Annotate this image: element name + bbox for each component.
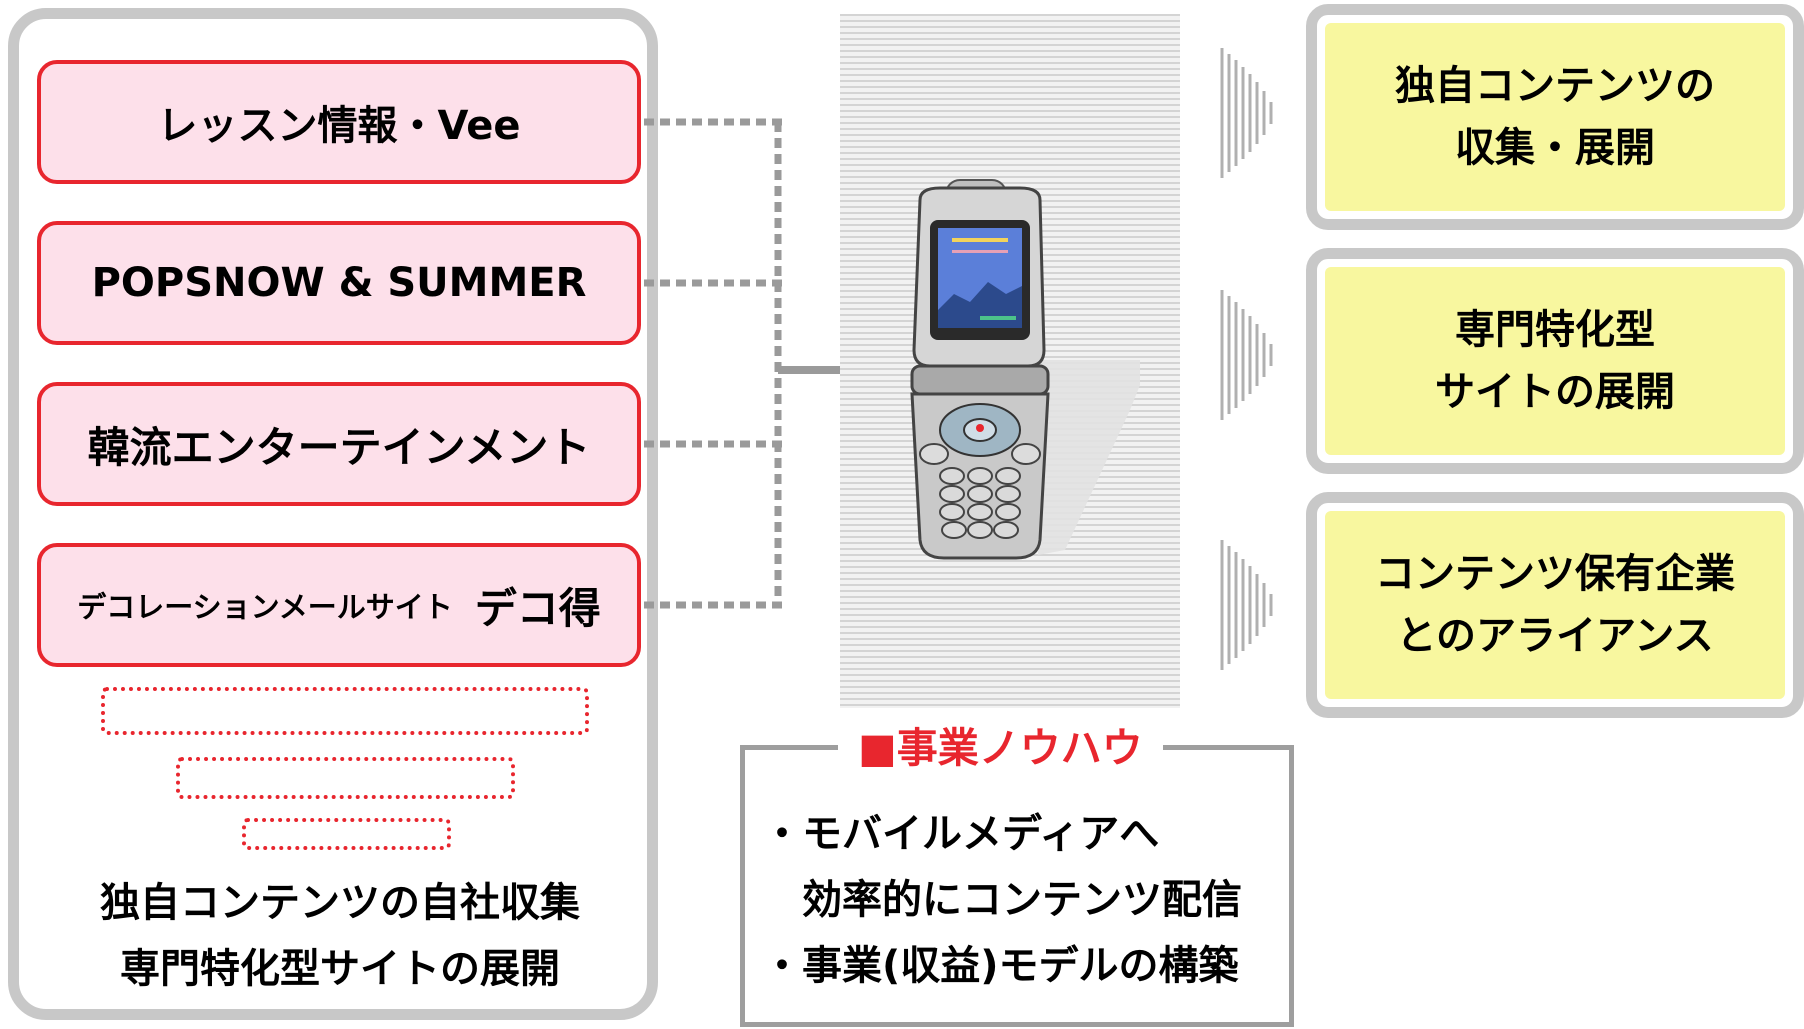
strategy-line: 独自コンテンツの — [1395, 63, 1715, 109]
content-item-label: デコ得 — [474, 583, 601, 633]
knowhow-box — [740, 745, 1294, 1027]
strategy-box-alliance: コンテンツ保有企業 とのアライアンス — [1306, 492, 1804, 718]
content-item-sublabel: デコレーションメールサイト — [77, 590, 453, 624]
content-item-decotoku: デコレーションメールサイト デコ得 — [37, 543, 641, 667]
left-panel-footer: 独自コンテンツの自社収集 専門特化型サイトの展開 — [20, 870, 660, 1002]
knowhow-line: ・モバイルメディアへ — [762, 811, 1160, 857]
chevron-right-arrow-icon — [1220, 290, 1273, 420]
chevron-right-arrow-icon — [1220, 540, 1273, 670]
strategy-line: 専門特化型 — [1455, 307, 1655, 353]
content-item-label: POPSNOW & SUMMER — [91, 260, 587, 306]
placeholder-item-3 — [242, 818, 451, 850]
strategy-box-original-content: 独自コンテンツの 収集・展開 — [1306, 4, 1804, 230]
placeholder-item-2 — [176, 757, 515, 799]
content-item-label: レッスン情報・Vee — [157, 103, 521, 149]
footer-line: 専門特化型サイトの展開 — [120, 946, 560, 992]
footer-line: 独自コンテンツの自社収集 — [100, 880, 580, 926]
chevron-right-arrow-icon — [1220, 48, 1273, 178]
knowhow-title: ■事業ノウハウ — [838, 722, 1163, 774]
strategy-line: とのアライアンス — [1396, 613, 1714, 659]
content-item-hanryu: 韓流エンターテインメント — [37, 382, 641, 506]
content-item-lesson-info: レッスン情報・Vee — [37, 60, 641, 184]
strategy-box-specialized-sites: 専門特化型 サイトの展開 — [1306, 248, 1804, 474]
placeholder-item-1 — [101, 687, 589, 735]
flip-phone-icon — [910, 179, 1140, 560]
strategy-line: コンテンツ保有企業 — [1375, 551, 1735, 597]
strategy-line: サイトの展開 — [1435, 369, 1675, 415]
knowhow-line: 効率的にコンテンツ配信 — [762, 877, 1242, 923]
knowhow-line: ・事業(収益)モデルの構築 — [762, 943, 1239, 989]
strategy-line: 収集・展開 — [1455, 125, 1655, 171]
content-item-popsnow: POPSNOW & SUMMER — [37, 221, 641, 345]
content-item-label: 韓流エンターテインメント — [87, 422, 591, 472]
